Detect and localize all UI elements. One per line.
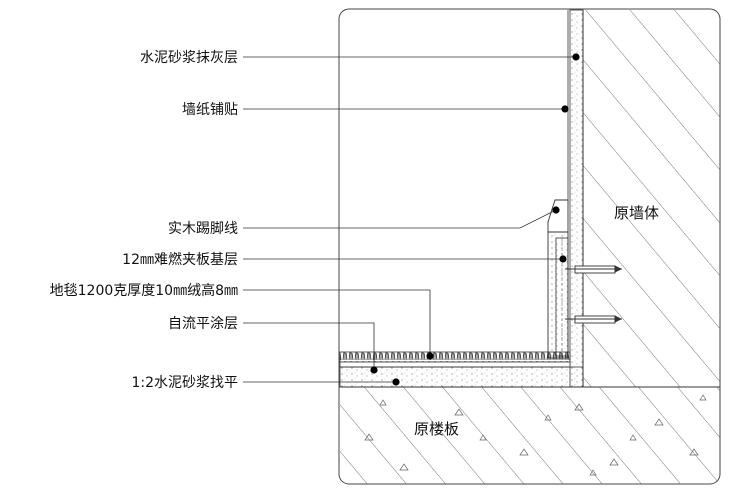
original-floor-slab <box>340 386 720 484</box>
wall-anchors <box>565 265 623 324</box>
leaders <box>243 56 576 383</box>
callout-skirting: 实木踢脚线 <box>168 221 238 237</box>
original-wall <box>582 10 720 387</box>
plaster-layer <box>569 9 584 388</box>
callout-plaster: 水泥砂浆抹灰层 <box>140 50 238 66</box>
region-floor-label: 原楼板 <box>414 420 459 438</box>
callout-self-leveling: 自流平涂层 <box>168 316 238 332</box>
skirting-board <box>547 199 569 359</box>
callout-labels: 水泥砂浆抹灰层 墙纸铺贴 实木踢脚线 12㎜难燃夹板基层 地毯1200克厚度10… <box>50 50 238 391</box>
callout-wallpaper: 墙纸铺贴 <box>182 102 238 118</box>
callout-plywood: 12㎜难燃夹板基层 <box>122 251 238 268</box>
leader-dots <box>370 53 580 386</box>
callout-carpet: 地毯1200克厚度10㎜绒高8㎜ <box>50 282 238 299</box>
callout-mortar: 1:2水泥砂浆找平 <box>131 375 238 391</box>
floor-layers <box>339 351 584 388</box>
region-wall-label: 原墙体 <box>614 204 659 222</box>
